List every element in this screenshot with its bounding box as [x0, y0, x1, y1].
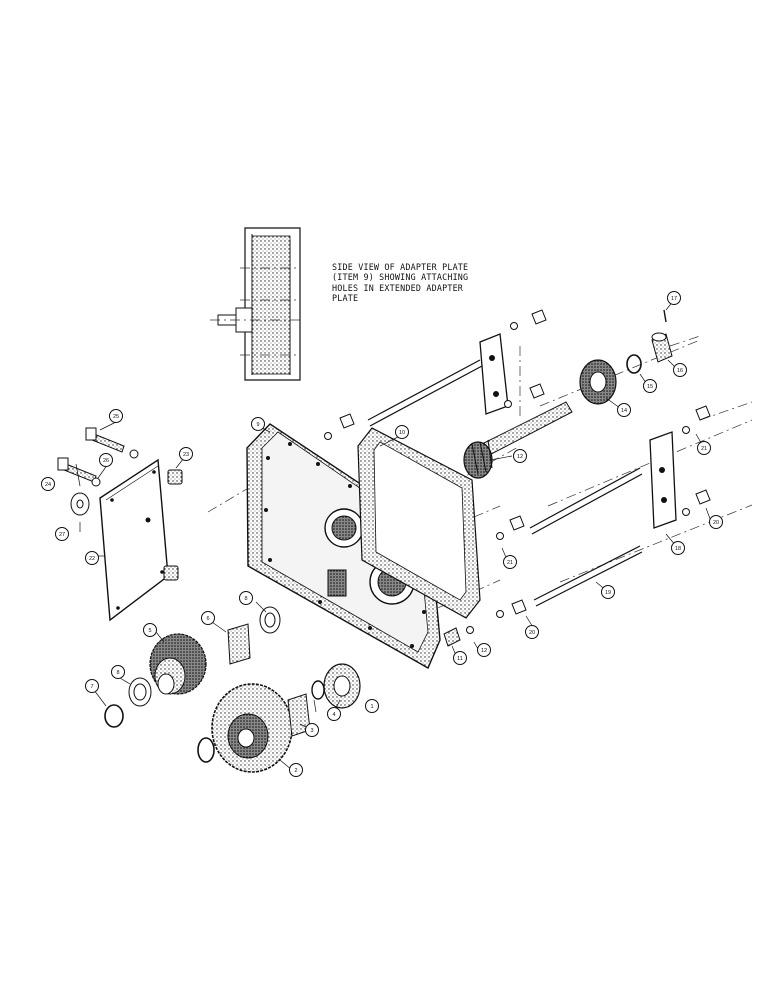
- gasket: [357, 427, 481, 619]
- callout-2: 2: [289, 763, 303, 777]
- callout-4: 4: [327, 707, 341, 721]
- callout-24: 24: [41, 477, 55, 491]
- cover-hardware: [57, 427, 183, 581]
- callout-15: 15: [643, 379, 657, 393]
- callout-21-upper-label: 21: [701, 446, 707, 452]
- callout-21-lower-label: 21: [507, 560, 513, 566]
- callout-10-label: 10: [399, 430, 405, 436]
- callout-10: 10: [395, 425, 409, 439]
- callout-3: 3: [305, 723, 319, 737]
- callout-20-lower: 20: [525, 625, 539, 639]
- callout-4-label: 4: [332, 712, 335, 718]
- callout-12-lower: 12: [477, 643, 491, 657]
- driven-gear: [149, 633, 207, 695]
- callout-17: 17: [667, 291, 681, 305]
- callout-9-label: 9: [256, 422, 259, 428]
- callout-5-label: 5: [148, 628, 151, 634]
- callout-16: 16: [673, 363, 687, 377]
- callout-25-label: 25: [113, 414, 119, 420]
- callout-16-label: 16: [677, 368, 683, 374]
- callout-19-label: 19: [605, 590, 611, 596]
- callout-27-label: 27: [59, 532, 65, 538]
- large-gear: [211, 683, 293, 773]
- callout-2-label: 2: [294, 768, 297, 774]
- callout-1: 1: [365, 699, 379, 713]
- callout-26: 26: [99, 453, 113, 467]
- caption-line-3: HOLES IN EXTENDED ADAPTER: [332, 282, 464, 293]
- callout-22: 22: [85, 551, 99, 565]
- adapter-plate-side-view: [210, 227, 301, 381]
- callout-21-lower: 21: [503, 555, 517, 569]
- callout-14: 14: [617, 403, 631, 417]
- caption-line-4: PLATE: [332, 293, 359, 304]
- nuts-and-washers: [324, 309, 711, 647]
- callout-17-label: 17: [671, 296, 677, 302]
- callout-11-label: 11: [457, 656, 463, 662]
- callout-18-lower-label: 18: [675, 546, 681, 552]
- callout-20-upper: 20: [709, 515, 723, 529]
- caption-line-1: SIDE VIEW OF ADAPTER PLATE: [332, 262, 469, 272]
- callout-11: 11: [453, 651, 467, 665]
- callouts: 9 10 12 25 23 26 24 27 22 8 6 5 8 7 1 4 …: [41, 291, 723, 777]
- callout-12-label: 12: [517, 454, 523, 460]
- callout-7-label: 7: [90, 684, 93, 690]
- callout-25: 25: [109, 409, 123, 423]
- callout-19: 19: [601, 585, 615, 599]
- callout-14-label: 14: [621, 408, 627, 414]
- callout-5: 5: [143, 623, 157, 637]
- callout-8-upper: 8: [239, 591, 253, 605]
- callout-1-label: 1: [370, 704, 373, 710]
- callout-20-upper-label: 20: [713, 520, 719, 526]
- pinion-shaft: [463, 401, 573, 479]
- callout-24-label: 24: [45, 482, 51, 488]
- callout-6-label: 6: [206, 616, 209, 622]
- caption-line-2: (ITEM 9) SHOWING ATTACHING: [332, 272, 469, 283]
- callout-23: 23: [179, 447, 193, 461]
- callout-8: 8: [111, 665, 125, 679]
- studs: [367, 359, 643, 607]
- callout-18-lower: 18: [671, 541, 685, 555]
- callout-8-upper-label: 8: [244, 596, 247, 602]
- caption-block: SIDE VIEW OF ADAPTER PLATE (ITEM 9) SHOW…: [332, 262, 492, 304]
- callout-9: 9: [251, 417, 265, 431]
- callout-7: 7: [85, 679, 99, 693]
- callout-12-lower-label: 12: [481, 648, 487, 654]
- adapter-plate: [246, 423, 441, 669]
- upper-right-hardware: [579, 309, 673, 405]
- callout-8-label: 8: [116, 670, 119, 676]
- support-brackets: [479, 333, 677, 529]
- callout-23-label: 23: [183, 452, 189, 458]
- callout-21-upper: 21: [697, 441, 711, 455]
- gear-hardware: [104, 606, 361, 763]
- callout-27: 27: [55, 527, 69, 541]
- callout-22-label: 22: [89, 556, 95, 562]
- callout-15-label: 15: [647, 384, 653, 390]
- callout-26-label: 26: [103, 458, 109, 464]
- callout-3-label: 3: [310, 728, 313, 734]
- cover-plate: [99, 458, 169, 622]
- callout-20-lower-label: 20: [529, 630, 535, 636]
- callout-6: 6: [201, 611, 215, 625]
- callout-12: 12: [513, 449, 527, 463]
